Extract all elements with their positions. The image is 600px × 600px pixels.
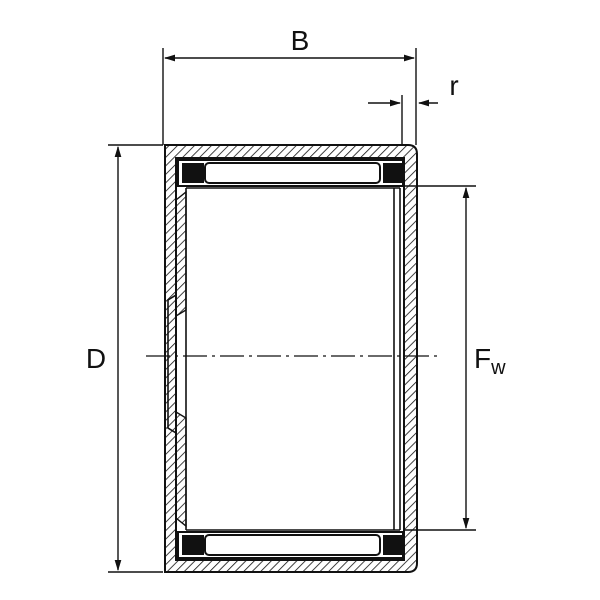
- outer-shell: [164, 144, 418, 573]
- label-b: B: [291, 25, 310, 56]
- dimension-fw: [404, 185, 476, 531]
- label-fw-main: F: [474, 343, 491, 374]
- dimension-r: [368, 95, 438, 145]
- needle-roller-top: [177, 159, 404, 187]
- dimension-d: [108, 144, 163, 573]
- label-d: D: [86, 343, 106, 374]
- dimension-b: [162, 48, 417, 145]
- label-r: r: [449, 70, 458, 101]
- bore-lines: [185, 187, 401, 531]
- label-fw-subscript: w: [490, 357, 506, 379]
- label-fw: Fw: [474, 343, 506, 379]
- needle-roller-bottom: [177, 531, 404, 559]
